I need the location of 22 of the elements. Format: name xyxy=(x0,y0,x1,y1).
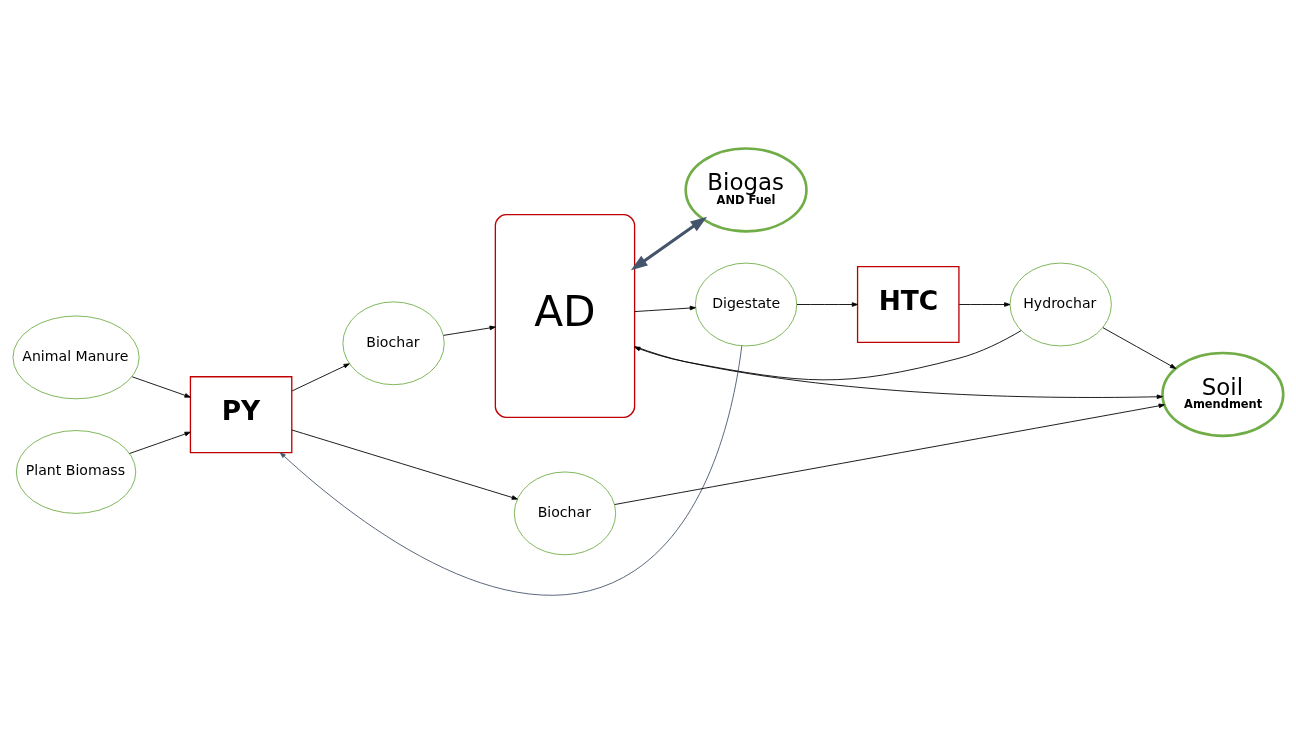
arrow xyxy=(1102,326,1177,369)
node-box: HTC xyxy=(856,265,960,343)
arrow xyxy=(279,345,743,595)
node-ellipse: Hydrochar xyxy=(1009,262,1112,346)
node-box: PY xyxy=(189,375,293,453)
arrow xyxy=(634,305,696,312)
node-ellipse: Digestate xyxy=(694,262,798,346)
arrow xyxy=(796,301,858,307)
arrow xyxy=(131,375,191,398)
arrow xyxy=(129,431,191,454)
arrow xyxy=(634,345,1163,399)
arrow xyxy=(614,403,1165,505)
node-ellipse: Soil Amendment xyxy=(1161,351,1285,437)
node-ellipse: Animal Manure xyxy=(12,315,140,399)
arrow xyxy=(291,362,350,391)
arrow xyxy=(958,301,1011,307)
node-box: AD xyxy=(494,213,636,418)
arrow xyxy=(291,429,518,500)
arrow xyxy=(634,329,1022,380)
arrow xyxy=(443,325,496,336)
arrow xyxy=(630,216,708,270)
node-ellipse: Plant Biomass xyxy=(15,429,137,514)
